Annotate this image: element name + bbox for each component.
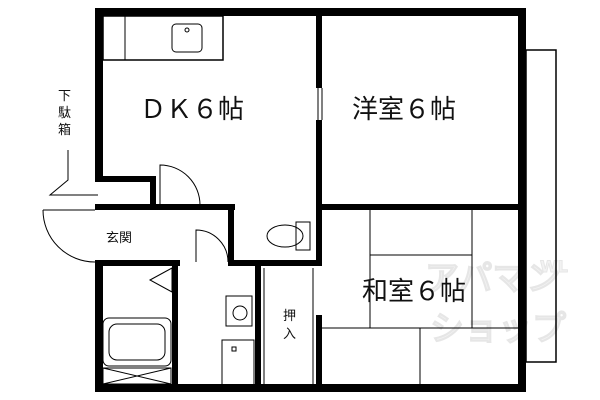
closet-label-1: 押 bbox=[283, 309, 296, 324]
western-room-label: 洋室６帖 bbox=[352, 95, 456, 125]
dk-label: ＤＫ６帖 bbox=[140, 95, 244, 125]
closet-label-2: 入 bbox=[283, 327, 296, 342]
balcony-rail bbox=[525, 49, 557, 363]
entrance-top-wall bbox=[95, 176, 155, 182]
entrance-label: 玄関 bbox=[106, 231, 132, 246]
watermark-small: WL bbox=[540, 257, 568, 276]
toilet bbox=[266, 221, 311, 251]
left-wall-lower bbox=[95, 262, 103, 392]
hall-door bbox=[195, 229, 229, 263]
washbasin bbox=[225, 295, 253, 327]
shoe-box-label-3: 箱 bbox=[58, 122, 71, 138]
dk-western-wall-top bbox=[316, 8, 322, 88]
watermark-logo: アパマン ショップ WL bbox=[425, 257, 569, 350]
kitchen-counter bbox=[102, 15, 224, 61]
bathtub-outer bbox=[102, 317, 172, 367]
tatami bbox=[322, 210, 518, 384]
faucet bbox=[184, 27, 190, 33]
closet bbox=[263, 268, 314, 384]
washroom-door bbox=[148, 267, 173, 293]
toilet-bowl bbox=[266, 224, 304, 248]
shoe-box-label-2: 駄 bbox=[58, 106, 71, 121]
dk-western-wall-bottom bbox=[316, 120, 322, 210]
western-japanese-wall bbox=[316, 204, 524, 210]
washer-space bbox=[221, 339, 255, 387]
japanese-room-label: 和室６帖 bbox=[362, 277, 466, 307]
dk-door bbox=[159, 164, 201, 206]
bathtub-inner bbox=[108, 323, 166, 361]
bathtub bbox=[102, 317, 172, 385]
bath-top-wall bbox=[95, 260, 180, 266]
watermark-line1: アパマン bbox=[425, 259, 560, 299]
entrance-side-wall bbox=[150, 176, 156, 206]
windows bbox=[96, 80, 323, 160]
left-wall-upper bbox=[95, 8, 103, 178]
balcony bbox=[519, 49, 557, 363]
interior-walls bbox=[95, 8, 524, 390]
bottom-wall bbox=[95, 384, 526, 392]
bath-right-wall bbox=[172, 260, 178, 390]
toilet-tank bbox=[295, 221, 311, 251]
shoe-box-leader bbox=[48, 150, 98, 196]
toilet-left-wall bbox=[228, 204, 234, 264]
sink bbox=[171, 23, 203, 53]
entrance-door bbox=[42, 209, 96, 263]
top-wall bbox=[95, 8, 525, 16]
closet-japanese-wall bbox=[316, 315, 322, 390]
shoe-box-label-1: 下 bbox=[58, 89, 71, 104]
toilet-japanese-wall bbox=[316, 204, 322, 264]
outer-walls bbox=[95, 8, 526, 392]
right-wall bbox=[518, 8, 526, 392]
hall-top-wall bbox=[95, 204, 235, 210]
watermark-line2: ショップ bbox=[430, 309, 566, 349]
washroom bbox=[221, 295, 255, 387]
counter bbox=[102, 15, 224, 61]
bath-vent bbox=[102, 367, 172, 385]
toilet-bottom-wall bbox=[228, 260, 322, 266]
doors bbox=[42, 164, 229, 293]
closet-left-wall bbox=[255, 260, 261, 390]
